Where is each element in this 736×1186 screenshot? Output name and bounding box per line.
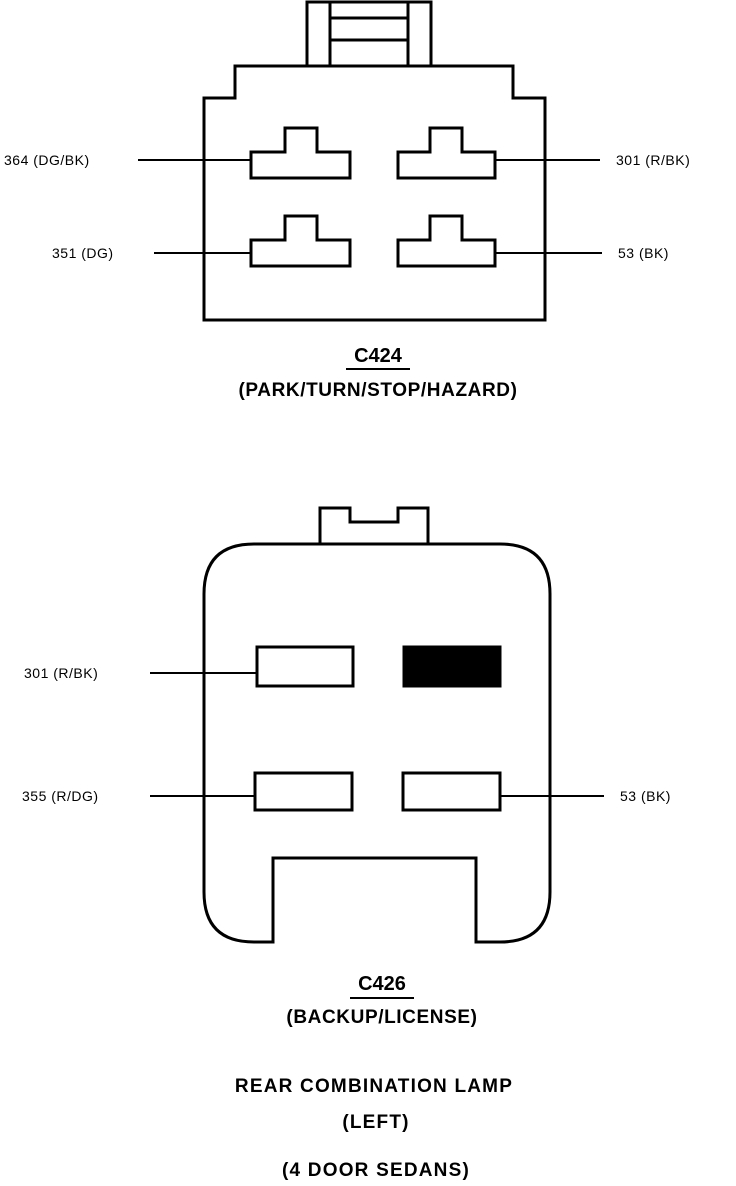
c424-terminal-2 <box>396 126 497 180</box>
connector-c426: 301 (R/BK) 355 (R/DG) 53 (BK) C426 (BACK… <box>22 506 671 1028</box>
c424-latch-window <box>328 16 410 42</box>
c424-terminal-1 <box>249 126 352 180</box>
c424-pin-2-label: 301 (R/BK) <box>616 152 690 168</box>
caption-side: (LEFT) <box>342 1112 409 1133</box>
c426-terminal-2-plugged <box>402 645 502 688</box>
c424-terminal-3 <box>249 214 352 268</box>
c424-pin-3-label: 351 (DG) <box>52 245 114 261</box>
c426-connector-id: C426 <box>358 973 406 995</box>
c426-pin-1-label: 301 (R/BK) <box>24 665 98 681</box>
c424-terminal-4 <box>396 214 497 268</box>
c424-connector-id: C424 <box>354 345 403 367</box>
diagram-caption: REAR COMBINATION LAMP (LEFT) (4 DOOR SED… <box>235 1076 513 1181</box>
c426-terminal-1 <box>255 645 355 688</box>
connector-c424: 364 (DG/BK) 301 (R/BK) 351 (DG) 53 (BK) … <box>4 0 690 401</box>
c426-latch-tab <box>318 506 430 546</box>
c426-pin-3-label: 355 (R/DG) <box>22 788 99 804</box>
c426-pin-4-label: 53 (BK) <box>620 788 671 804</box>
c424-housing <box>202 64 547 322</box>
c424-pin-1-label: 364 (DG/BK) <box>4 152 90 168</box>
caption-model: (4 DOOR SEDANS) <box>282 1160 470 1181</box>
c426-housing <box>202 542 552 944</box>
c426-terminal-4 <box>401 771 502 812</box>
caption-title: REAR COMBINATION LAMP <box>235 1076 513 1097</box>
c424-connector-description: (PARK/TURN/STOP/HAZARD) <box>238 380 517 401</box>
c426-connector-description: (BACKUP/LICENSE) <box>286 1007 477 1028</box>
c424-pin-4-label: 53 (BK) <box>618 245 669 261</box>
c426-terminal-3 <box>253 771 354 812</box>
